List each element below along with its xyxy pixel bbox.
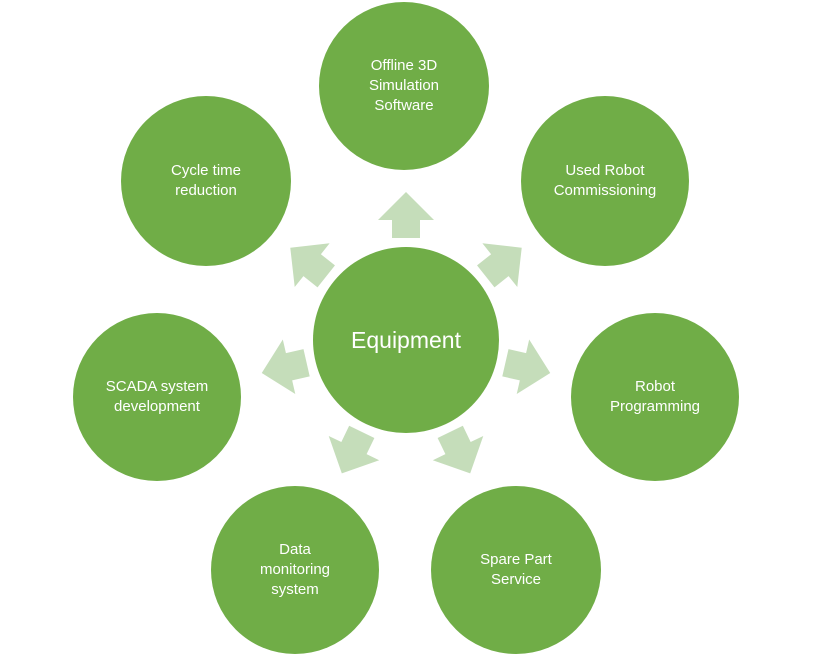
node-label: Robot Programming [609, 378, 701, 415]
node-label: SCADA system development [105, 378, 209, 415]
arrow-to-used-icon [477, 243, 522, 288]
node-label: Data monitoring system [259, 541, 331, 598]
arrow-to-spare-icon [432, 425, 484, 474]
node-label: Spare Part Service [480, 551, 552, 588]
node-data-monitoring-system: Data monitoring system [211, 486, 379, 654]
node-label: Cycle time reduction [170, 162, 241, 199]
node-offline-3d-simulation: Offline 3D Simulation Software [319, 2, 489, 170]
node-scada-system-development: SCADA system development [73, 313, 241, 481]
node-cycle-time-reduction: Cycle time reduction [121, 96, 291, 266]
node-label: Offline 3D Simulation Software [368, 57, 440, 114]
node-spare-part-service: Spare Part Service [431, 486, 601, 654]
center-node-equipment: Equipment [313, 247, 499, 433]
arrow-to-offline-icon [378, 192, 434, 238]
node-used-robot-commissioning: Used Robot Commissioning [521, 96, 689, 266]
node-robot-programming: Robot Programming [571, 313, 739, 481]
node-label: Used Robot Commissioning [553, 162, 657, 199]
center-node-label: Equipment [351, 327, 461, 353]
arrow-to-scada-icon [261, 339, 310, 395]
arrow-to-robotprog-icon [502, 339, 551, 395]
arrow-to-cycle-icon [290, 243, 335, 288]
arrow-to-data-icon [328, 425, 380, 474]
